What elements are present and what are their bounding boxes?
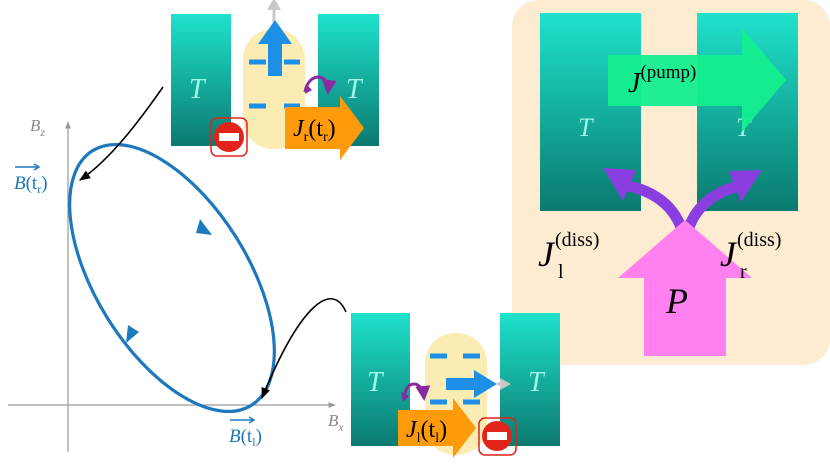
field-trajectory: B(tr) B(tl): [14, 86, 347, 449]
bottom-spin-arrow-shaft: [446, 378, 476, 390]
top-left-reservoir-label: T: [189, 74, 207, 105]
top-left-reservoir: [171, 14, 231, 146]
panel-left-reservoir-label: T: [578, 113, 594, 142]
dissipation-left-arrow-head: [603, 168, 636, 201]
bottom-left-reservoir-label: T: [367, 367, 385, 398]
svg-text:B(tl): B(tl): [229, 426, 262, 449]
top-current-label: Jr(tr): [293, 116, 336, 145]
dissipation-left-label: J(diss): [538, 229, 599, 274]
svg-text:B(tr): B(tr): [14, 173, 48, 196]
heat-engine-panel: T T J(pump) P J(diss) l J(diss) r: [512, 0, 830, 365]
bottom-right-reservoir: [500, 313, 560, 446]
pump-current-label: J(pump): [628, 62, 696, 99]
field-label-left-time: B(tl): [229, 416, 262, 449]
bottom-schematic: T T Jl(tl): [351, 313, 560, 458]
pump-current-arrow: [608, 28, 786, 132]
top-right-reservoir-label: T: [346, 74, 364, 105]
trajectory-arrow-upper: [196, 219, 212, 235]
connector-bottom: [261, 297, 347, 400]
dissipation-right-label: J(diss): [720, 229, 781, 274]
bottom-tunnel-curl-tail: [401, 392, 409, 402]
bottom-spin-arrow-head: [474, 370, 497, 398]
top-tunnel-curl-tail: [305, 84, 312, 94]
bottom-current-arrow: [398, 398, 476, 458]
z-axis-label: Bz: [30, 116, 45, 139]
trajectory-arrow-lower: [126, 325, 139, 343]
field-ellipse: [68, 142, 276, 414]
dissipation-left-sub: l: [558, 261, 564, 283]
field-label-right-time: B(tr): [14, 163, 48, 196]
power-arrow: [618, 220, 752, 356]
x-axis-label: Bx: [328, 411, 344, 434]
connector-top: [79, 86, 164, 181]
top-current-arrow: [285, 96, 364, 160]
dissipation-right-arrow-head: [729, 170, 762, 202]
top-schematic: T T Jr(tr): [171, 0, 379, 160]
bottom-right-reservoir-label: T: [528, 367, 546, 398]
bottom-blocked-icon: [478, 417, 517, 456]
dissipation-right-sub: r: [740, 261, 747, 283]
bottom-current-label: Jl(tl): [406, 417, 447, 446]
top-field-arrow-head: [267, 0, 281, 10]
top-spin-arrow-head: [258, 20, 292, 44]
top-spin-arrow-shaft: [268, 40, 282, 76]
bottom-field-arrow-head: [500, 378, 511, 390]
field-axes: Bz Bx: [8, 116, 344, 452]
power-label: P: [665, 281, 688, 321]
top-blocked-icon: [210, 117, 248, 157]
